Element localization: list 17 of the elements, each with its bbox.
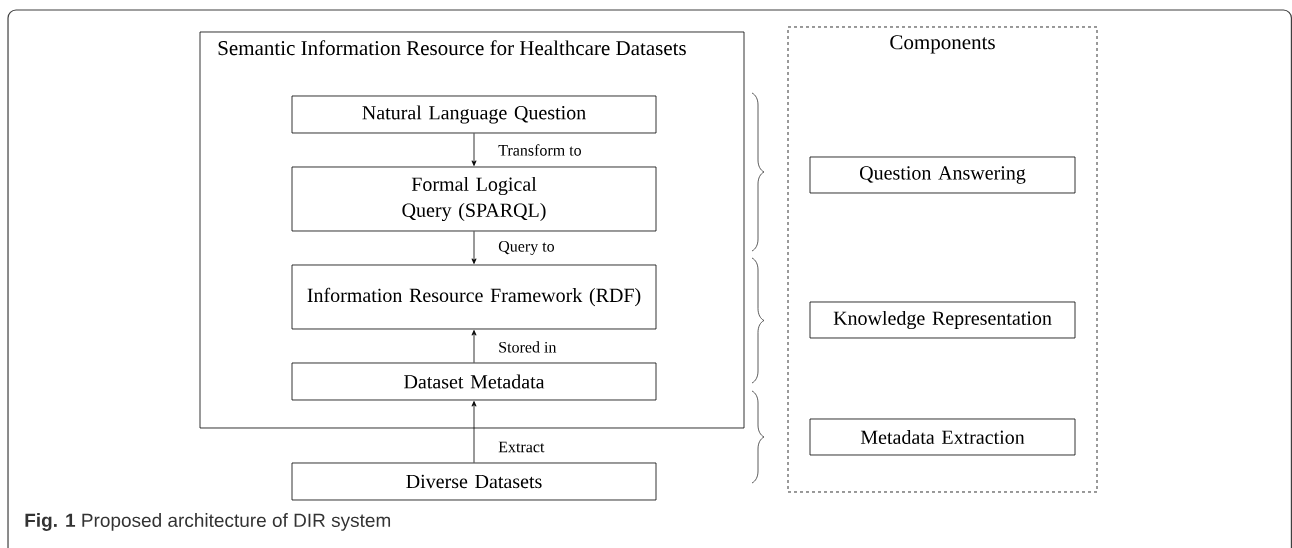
edge-label: Query to — [497, 239, 556, 256]
edge-label: Extract — [497, 440, 546, 454]
edge-label: Transform to — [497, 143, 583, 157]
figure-caption: Fig. 1 Proposed architecture of DIR system — [25, 513, 391, 531]
edge-label: Stored in — [497, 340, 558, 354]
arrow — [471, 231, 477, 264]
arrow — [471, 330, 477, 363]
process-box: Knowledge Representation — [809, 301, 1076, 339]
process-box: Formal Logical Query (SPARQL) — [291, 166, 657, 232]
process-box: Question Answering — [809, 156, 1076, 194]
process-box: Dataset Metadata — [291, 362, 657, 401]
process-box: Information Resource Framework (RDF) — [291, 264, 657, 330]
process-box: Diverse Datasets — [291, 462, 657, 501]
process-box: Natural Language Question — [291, 95, 657, 134]
arrow — [471, 401, 477, 463]
arrow — [471, 133, 477, 166]
process-box: Metadata Extraction — [809, 418, 1076, 456]
